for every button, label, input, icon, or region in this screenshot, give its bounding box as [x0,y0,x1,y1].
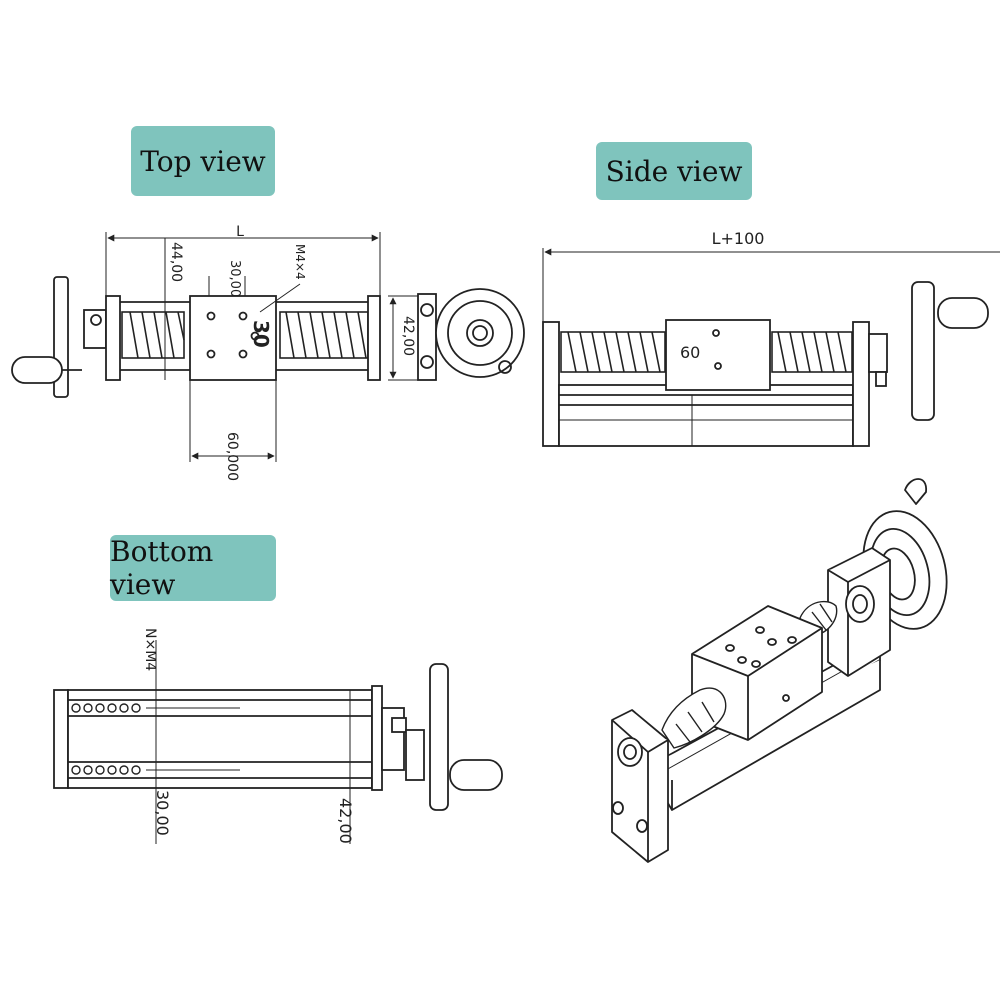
bottom-view-drawing [53,640,503,844]
side-view-label: Side view [596,142,752,200]
bottom-view-label: Bottom view [110,535,276,601]
dim-hole-x: 30,00 [227,260,242,297]
dim-hole-pitch: 30,00 [153,790,172,836]
isometric-drawing [611,478,948,863]
dim-hole-y: 30 [249,320,273,348]
dim-bottom-thread: N×M4 [142,628,158,671]
dim-carriage-height: 60 [680,343,700,362]
dim-left-offset: 44,00 [168,242,184,282]
dim-total-length: L+100 [712,229,765,248]
top-view-drawing [11,232,525,462]
side-view-drawing [542,248,1000,447]
dim-length: L [236,224,244,240]
dim-carriage: 60,000 [224,432,240,481]
dim-width: 42,00 [400,316,416,356]
dim-bottom-width: 42,00 [336,798,355,844]
top-view-label: Top view [131,126,275,196]
dim-thread: M4×4 [293,244,307,280]
